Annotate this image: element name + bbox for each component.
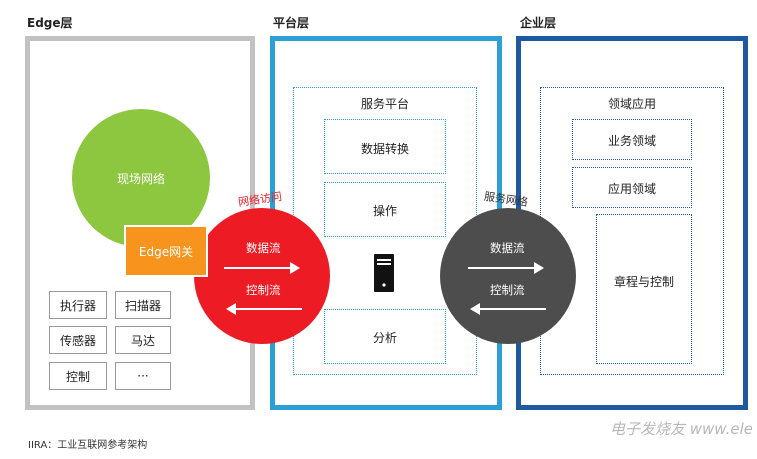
network-access-control-flow-label: 控制流 bbox=[246, 283, 281, 297]
business-domain-box bbox=[572, 119, 692, 160]
device-motor: 马达 bbox=[115, 326, 171, 354]
analysis-label: 分析 bbox=[372, 331, 397, 345]
device-sensor: 传感器 bbox=[49, 326, 107, 354]
rules-control-box bbox=[596, 214, 692, 364]
domain-apps-label: 领域应用 bbox=[607, 97, 656, 111]
enterprise-layer-title: 企业层 bbox=[520, 16, 557, 30]
operation-label: 操作 bbox=[372, 204, 397, 218]
platform-layer-title: 平台层 bbox=[273, 16, 310, 30]
arrow-left-icon bbox=[224, 300, 302, 319]
service-platform-label: 服务平台 bbox=[360, 97, 409, 111]
arrow-right-icon bbox=[224, 259, 302, 278]
analysis-box bbox=[324, 309, 446, 364]
operation-box bbox=[324, 182, 446, 237]
edge-gateway-box: Edge网关 bbox=[124, 225, 208, 277]
field-network-circle: 现场网络 bbox=[72, 109, 210, 247]
field-network-label: 现场网络 bbox=[116, 171, 165, 186]
service-network-control-flow-label: 控制流 bbox=[490, 283, 525, 297]
data-conversion-box bbox=[324, 119, 446, 174]
device-control: 控制 bbox=[49, 362, 107, 390]
device-scanner: 扫描器 bbox=[115, 291, 171, 319]
figure-caption: IIRA：工业互联网参考架构 bbox=[28, 440, 148, 451]
arrow-right-icon bbox=[468, 259, 546, 278]
network-access-data-flow-label: 数据流 bbox=[246, 241, 281, 255]
application-domain-label: 应用领域 bbox=[607, 182, 656, 196]
business-domain-label: 业务领域 bbox=[607, 134, 656, 148]
service-network-circle bbox=[440, 208, 576, 344]
device-actuator: 执行器 bbox=[49, 291, 107, 319]
watermark: 电子发烧友 www.elecfans.com bbox=[610, 420, 752, 438]
network-access-circle bbox=[194, 208, 330, 344]
edge-layer-title: Edge层 bbox=[27, 16, 73, 30]
service-network-data-flow-label: 数据流 bbox=[490, 241, 525, 255]
device-more: ··· bbox=[115, 362, 171, 390]
server-icon bbox=[374, 254, 394, 292]
edge-gateway-label: Edge网关 bbox=[138, 244, 194, 259]
arrow-left-icon bbox=[468, 300, 546, 319]
data-conversion-label: 数据转换 bbox=[360, 142, 409, 156]
application-domain-box bbox=[572, 167, 692, 208]
rules-control-label: 章程与控制 bbox=[613, 275, 674, 289]
